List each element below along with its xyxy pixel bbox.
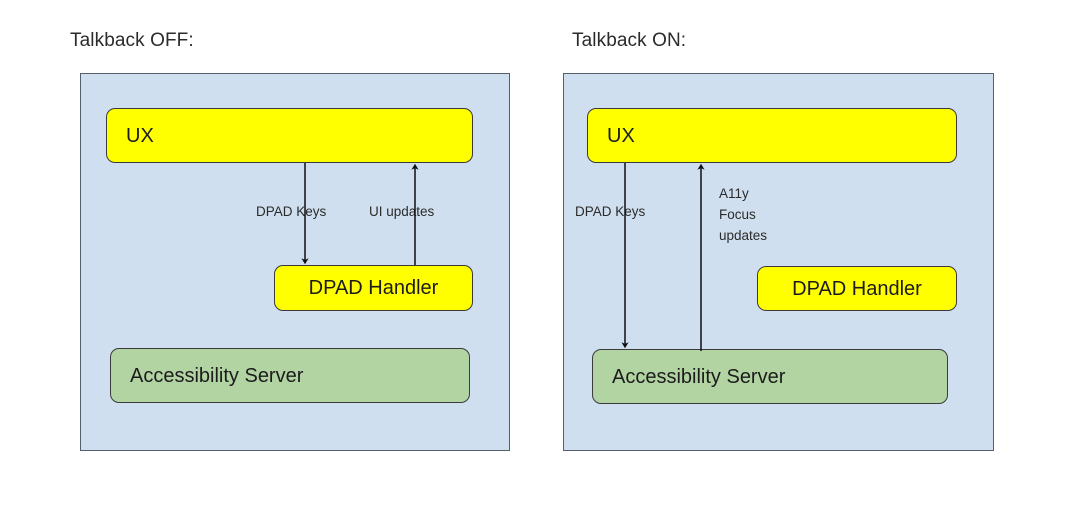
node-accessibility-server-off[interactable]: Accessibility Server (110, 348, 470, 403)
node-accessibility-server-off-label: Accessibility Server (130, 364, 304, 387)
node-dpad-handler-on[interactable]: DPAD Handler (757, 266, 957, 311)
node-ux-off-label: UX (126, 124, 154, 147)
panel-title-talkback-off: Talkback OFF: (70, 30, 194, 51)
edge-label-dpad-keys-off: DPAD Keys (256, 204, 327, 219)
edge-label-ui-updates: UI updates (369, 204, 435, 219)
node-accessibility-server-on-label: Accessibility Server (612, 365, 786, 388)
node-ux-off[interactable]: UX (106, 108, 473, 163)
edge-label-dpad-keys-on: DPAD Keys (575, 204, 646, 219)
node-ux-on-label: UX (607, 124, 635, 147)
node-ux-on[interactable]: UX (587, 108, 957, 163)
edge-label-a11y-focus-updates: A11y Focus updates (719, 183, 789, 246)
node-dpad-handler-off[interactable]: DPAD Handler (274, 265, 473, 311)
node-dpad-handler-off-label: DPAD Handler (308, 277, 439, 299)
edge-label-a11y-line-3: updates (719, 228, 768, 243)
panel-title-talkback-on: Talkback ON: (572, 30, 687, 51)
edge-label-a11y-line-2: Focus (719, 207, 756, 222)
node-dpad-handler-on-label: DPAD Handler (792, 277, 922, 300)
node-accessibility-server-on[interactable]: Accessibility Server (592, 349, 948, 404)
edge-label-a11y-line-1: A11y (719, 186, 749, 201)
